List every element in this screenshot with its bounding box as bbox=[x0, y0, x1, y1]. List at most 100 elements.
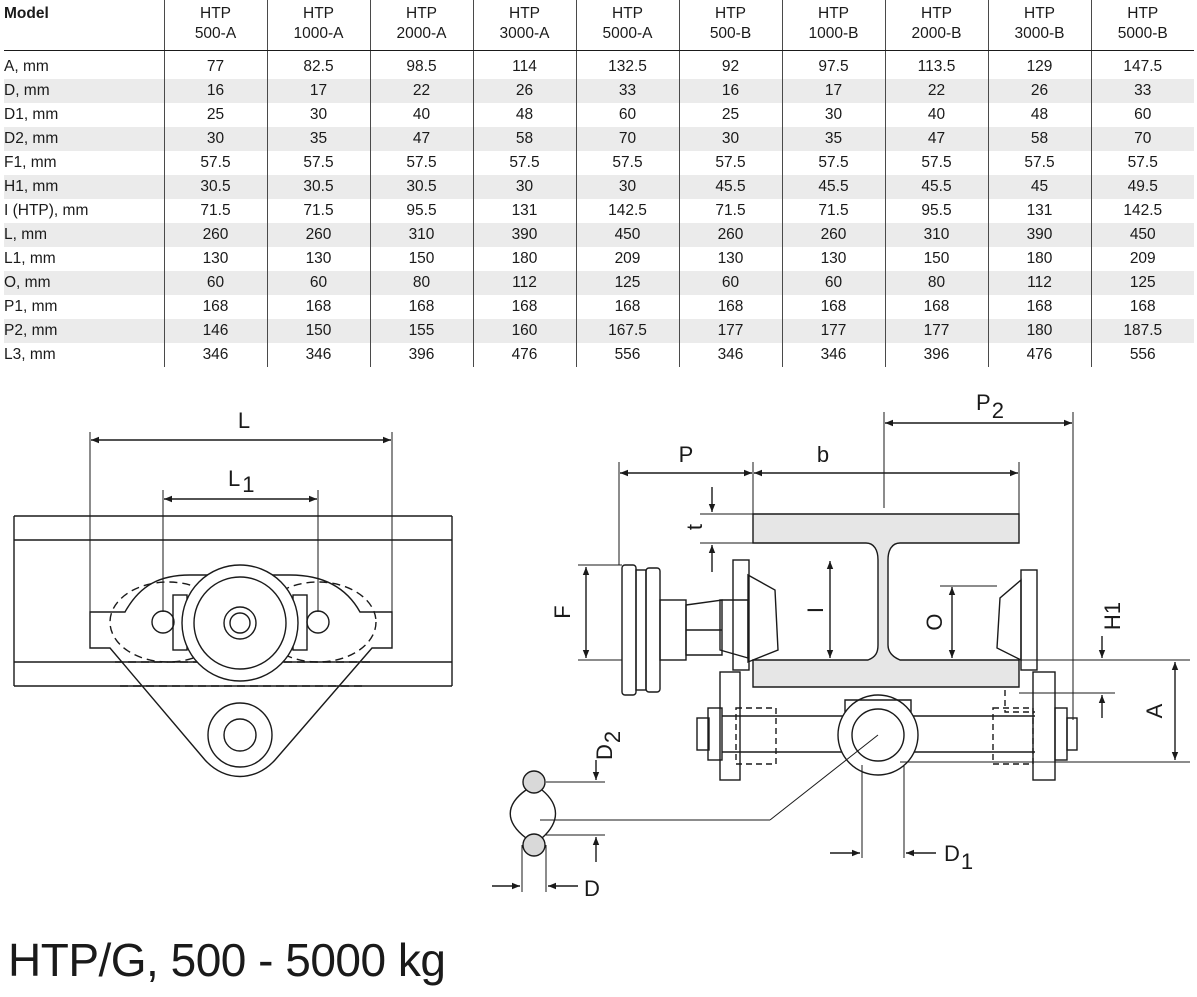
table-cell: 168 bbox=[575, 295, 679, 319]
row-label: H1, mm bbox=[4, 175, 164, 199]
table-cell: 58 bbox=[472, 127, 576, 151]
table-cell: 40 bbox=[369, 103, 473, 127]
table-cell: 112 bbox=[472, 271, 576, 295]
table-cell: 130 bbox=[266, 247, 370, 271]
label-O: O bbox=[922, 613, 947, 630]
row-label: P2, mm bbox=[4, 319, 164, 343]
column-header-line: HTP bbox=[612, 5, 643, 22]
table-cell: 57.5 bbox=[884, 151, 988, 175]
table-cell: 556 bbox=[575, 343, 679, 367]
table-cell: 396 bbox=[369, 343, 473, 367]
table-cell: 125 bbox=[1090, 271, 1194, 295]
table-cell: 71.5 bbox=[266, 199, 370, 223]
table-cell: 25 bbox=[163, 103, 267, 127]
table-cell: 57.5 bbox=[472, 151, 576, 175]
label-D1: D1 bbox=[944, 841, 973, 874]
table-cell: 30 bbox=[266, 103, 370, 127]
table-cell: 57.5 bbox=[987, 151, 1091, 175]
table-cell: 168 bbox=[369, 295, 473, 319]
table-cell: 33 bbox=[1090, 79, 1194, 103]
table-cell: 168 bbox=[781, 295, 885, 319]
table-cell: 146 bbox=[163, 319, 267, 343]
table-cell: 209 bbox=[575, 247, 679, 271]
column-header-line: 500-B bbox=[709, 25, 752, 42]
table-cell: 98.5 bbox=[369, 50, 473, 79]
table-cell: 60 bbox=[163, 271, 267, 295]
table-cell: 30.5 bbox=[369, 175, 473, 199]
table-cell: 80 bbox=[369, 271, 473, 295]
column-header-line: HTP bbox=[921, 5, 952, 22]
table-cell: 476 bbox=[472, 343, 576, 367]
row-label: P1, mm bbox=[4, 298, 58, 315]
table-cell: 30 bbox=[575, 175, 679, 199]
table-cell: 114 bbox=[472, 50, 576, 79]
table-cell: 310 bbox=[369, 223, 473, 247]
table-cell: 60 bbox=[781, 271, 885, 295]
table-cell: 346 bbox=[266, 343, 370, 367]
trolley-front-view bbox=[492, 412, 1190, 892]
table-cell: 168 bbox=[472, 295, 576, 319]
table-cell: 25 bbox=[678, 103, 782, 127]
table-cell: 155 bbox=[369, 319, 473, 343]
label-H1: H1 bbox=[1100, 602, 1125, 630]
table-cell: 40 bbox=[884, 103, 988, 127]
label-L: L bbox=[238, 408, 250, 433]
table-cell: 33 bbox=[575, 79, 679, 103]
row-label: L, mm bbox=[4, 223, 164, 247]
table-cell: 22 bbox=[369, 79, 473, 103]
table-cell: 60 bbox=[266, 271, 370, 295]
column-header: HTP 500-B bbox=[678, 0, 782, 51]
table-cell: 390 bbox=[987, 223, 1091, 247]
table-cell: 142.5 bbox=[575, 199, 679, 223]
column-header-line: 2000-A bbox=[396, 25, 447, 42]
table-cell: 168 bbox=[266, 295, 370, 319]
table-cell: 26 bbox=[987, 79, 1091, 103]
table-cell: 45.5 bbox=[781, 175, 885, 199]
table-cell: 17 bbox=[266, 79, 370, 103]
table-cell: 160 bbox=[472, 319, 576, 343]
column-header-line: 1000-B bbox=[808, 25, 859, 42]
column-header-line: HTP bbox=[715, 5, 746, 22]
label-F: F bbox=[550, 605, 575, 618]
row-label: D, mm bbox=[4, 79, 164, 103]
table-cell: 180 bbox=[987, 247, 1091, 271]
table-cell: 142.5 bbox=[1090, 199, 1194, 223]
table-cell: 346 bbox=[781, 343, 885, 367]
table-cell: 70 bbox=[1090, 127, 1194, 151]
label-D2: D2 bbox=[592, 731, 625, 760]
table-cell: 476 bbox=[987, 343, 1091, 367]
table-cell: 390 bbox=[472, 223, 576, 247]
table-cell: 556 bbox=[1090, 343, 1194, 367]
table-cell: 26 bbox=[472, 79, 576, 103]
column-header-line: 5000-A bbox=[602, 25, 653, 42]
table-cell: 71.5 bbox=[163, 199, 267, 223]
table-cell: 60 bbox=[1090, 103, 1194, 127]
header-model: Model bbox=[4, 0, 164, 51]
table-cell: 48 bbox=[987, 103, 1091, 127]
row-label: D2, mm bbox=[4, 127, 164, 151]
table-cell: 187.5 bbox=[1090, 319, 1194, 343]
table-cell: 70 bbox=[575, 127, 679, 151]
table-cell: 35 bbox=[781, 127, 885, 151]
table-cell: 260 bbox=[163, 223, 267, 247]
table-cell: 180 bbox=[987, 319, 1091, 343]
table-cell: 57.5 bbox=[163, 151, 267, 175]
table-cell: 260 bbox=[781, 223, 885, 247]
table-cell: 450 bbox=[575, 223, 679, 247]
label-D: D bbox=[584, 876, 600, 901]
column-header-line: 5000-B bbox=[1117, 25, 1168, 42]
table-cell: 30 bbox=[472, 175, 576, 199]
table-cell: 95.5 bbox=[369, 199, 473, 223]
table-cell: 45.5 bbox=[678, 175, 782, 199]
column-header-line: HTP bbox=[509, 5, 540, 22]
table-cell: 92 bbox=[678, 50, 782, 79]
table-cell: 97.5 bbox=[781, 50, 885, 79]
